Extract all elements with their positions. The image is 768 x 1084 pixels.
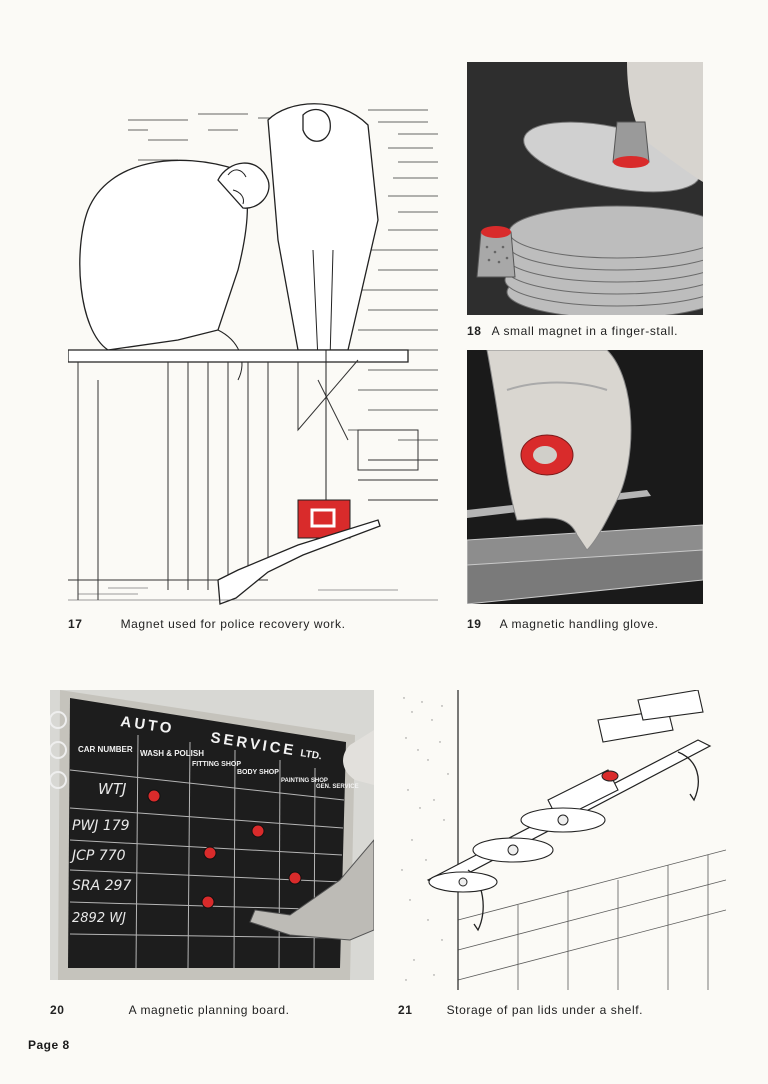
board-magnet [251, 824, 265, 838]
figure-18-number: 18 [467, 324, 482, 338]
board-header-fitting-shop: FITTING SHOP [192, 761, 241, 768]
board-row-4: SRA 297 [72, 878, 131, 894]
page-number: Page 8 [28, 1038, 70, 1052]
board-header-gen-service: GEN. SERVICE [316, 784, 359, 790]
board-magnet [203, 846, 217, 860]
figure-19-text: A magnetic handling glove. [499, 617, 659, 631]
figure-21-illustration [398, 690, 726, 990]
board-row-5: 2892 WJ [72, 911, 126, 926]
board-title-suffix: LTD. [300, 748, 323, 762]
board-magnet [147, 789, 161, 803]
board-header-painting-shop: PAINTING SHOP [281, 778, 328, 784]
board-row-3: JCP 770 [69, 848, 126, 864]
figure-17-caption: 17 Magnet used for police recovery work. [68, 617, 346, 631]
figure-21-caption: 21 Storage of pan lids under a shelf. [398, 1003, 643, 1017]
board-magnet [288, 871, 302, 885]
board-magnet [201, 895, 215, 909]
board-header-body-shop: BODY SHOP [237, 769, 279, 776]
figure-18-photo [467, 62, 703, 315]
figure-21-text: Storage of pan lids under a shelf. [446, 1003, 644, 1017]
figure-20-number: 20 [50, 1003, 65, 1017]
figure-19-number: 19 [467, 617, 482, 631]
figure-20-text: A magnetic planning board. [128, 1003, 290, 1017]
figure-17-text: Magnet used for police recovery work. [120, 617, 346, 631]
figure-17-illustration [68, 100, 440, 608]
figure-18-text: A small magnet in a finger-stall. [491, 324, 679, 338]
figure-21-number: 21 [398, 1003, 413, 1017]
figure-18-caption: 18 A small magnet in a finger-stall. [467, 324, 678, 338]
figure-20-photo: AUTO SERVICE LTD. CAR NUMBER WASH & POLI… [50, 690, 374, 980]
board-header-car-number: CAR NUMBER [78, 745, 133, 754]
figure-19-photo [467, 350, 703, 604]
figure-20-caption: 20 A magnetic planning board. [50, 1003, 290, 1017]
board-row-2: PWJ 179 [72, 818, 130, 834]
figure-19-caption: 19 A magnetic handling glove. [467, 617, 659, 631]
figure-17-number: 17 [68, 617, 83, 631]
board-row-1: WTJ [98, 780, 126, 798]
board-header-wash-polish: WASH & POLISH [140, 749, 204, 758]
